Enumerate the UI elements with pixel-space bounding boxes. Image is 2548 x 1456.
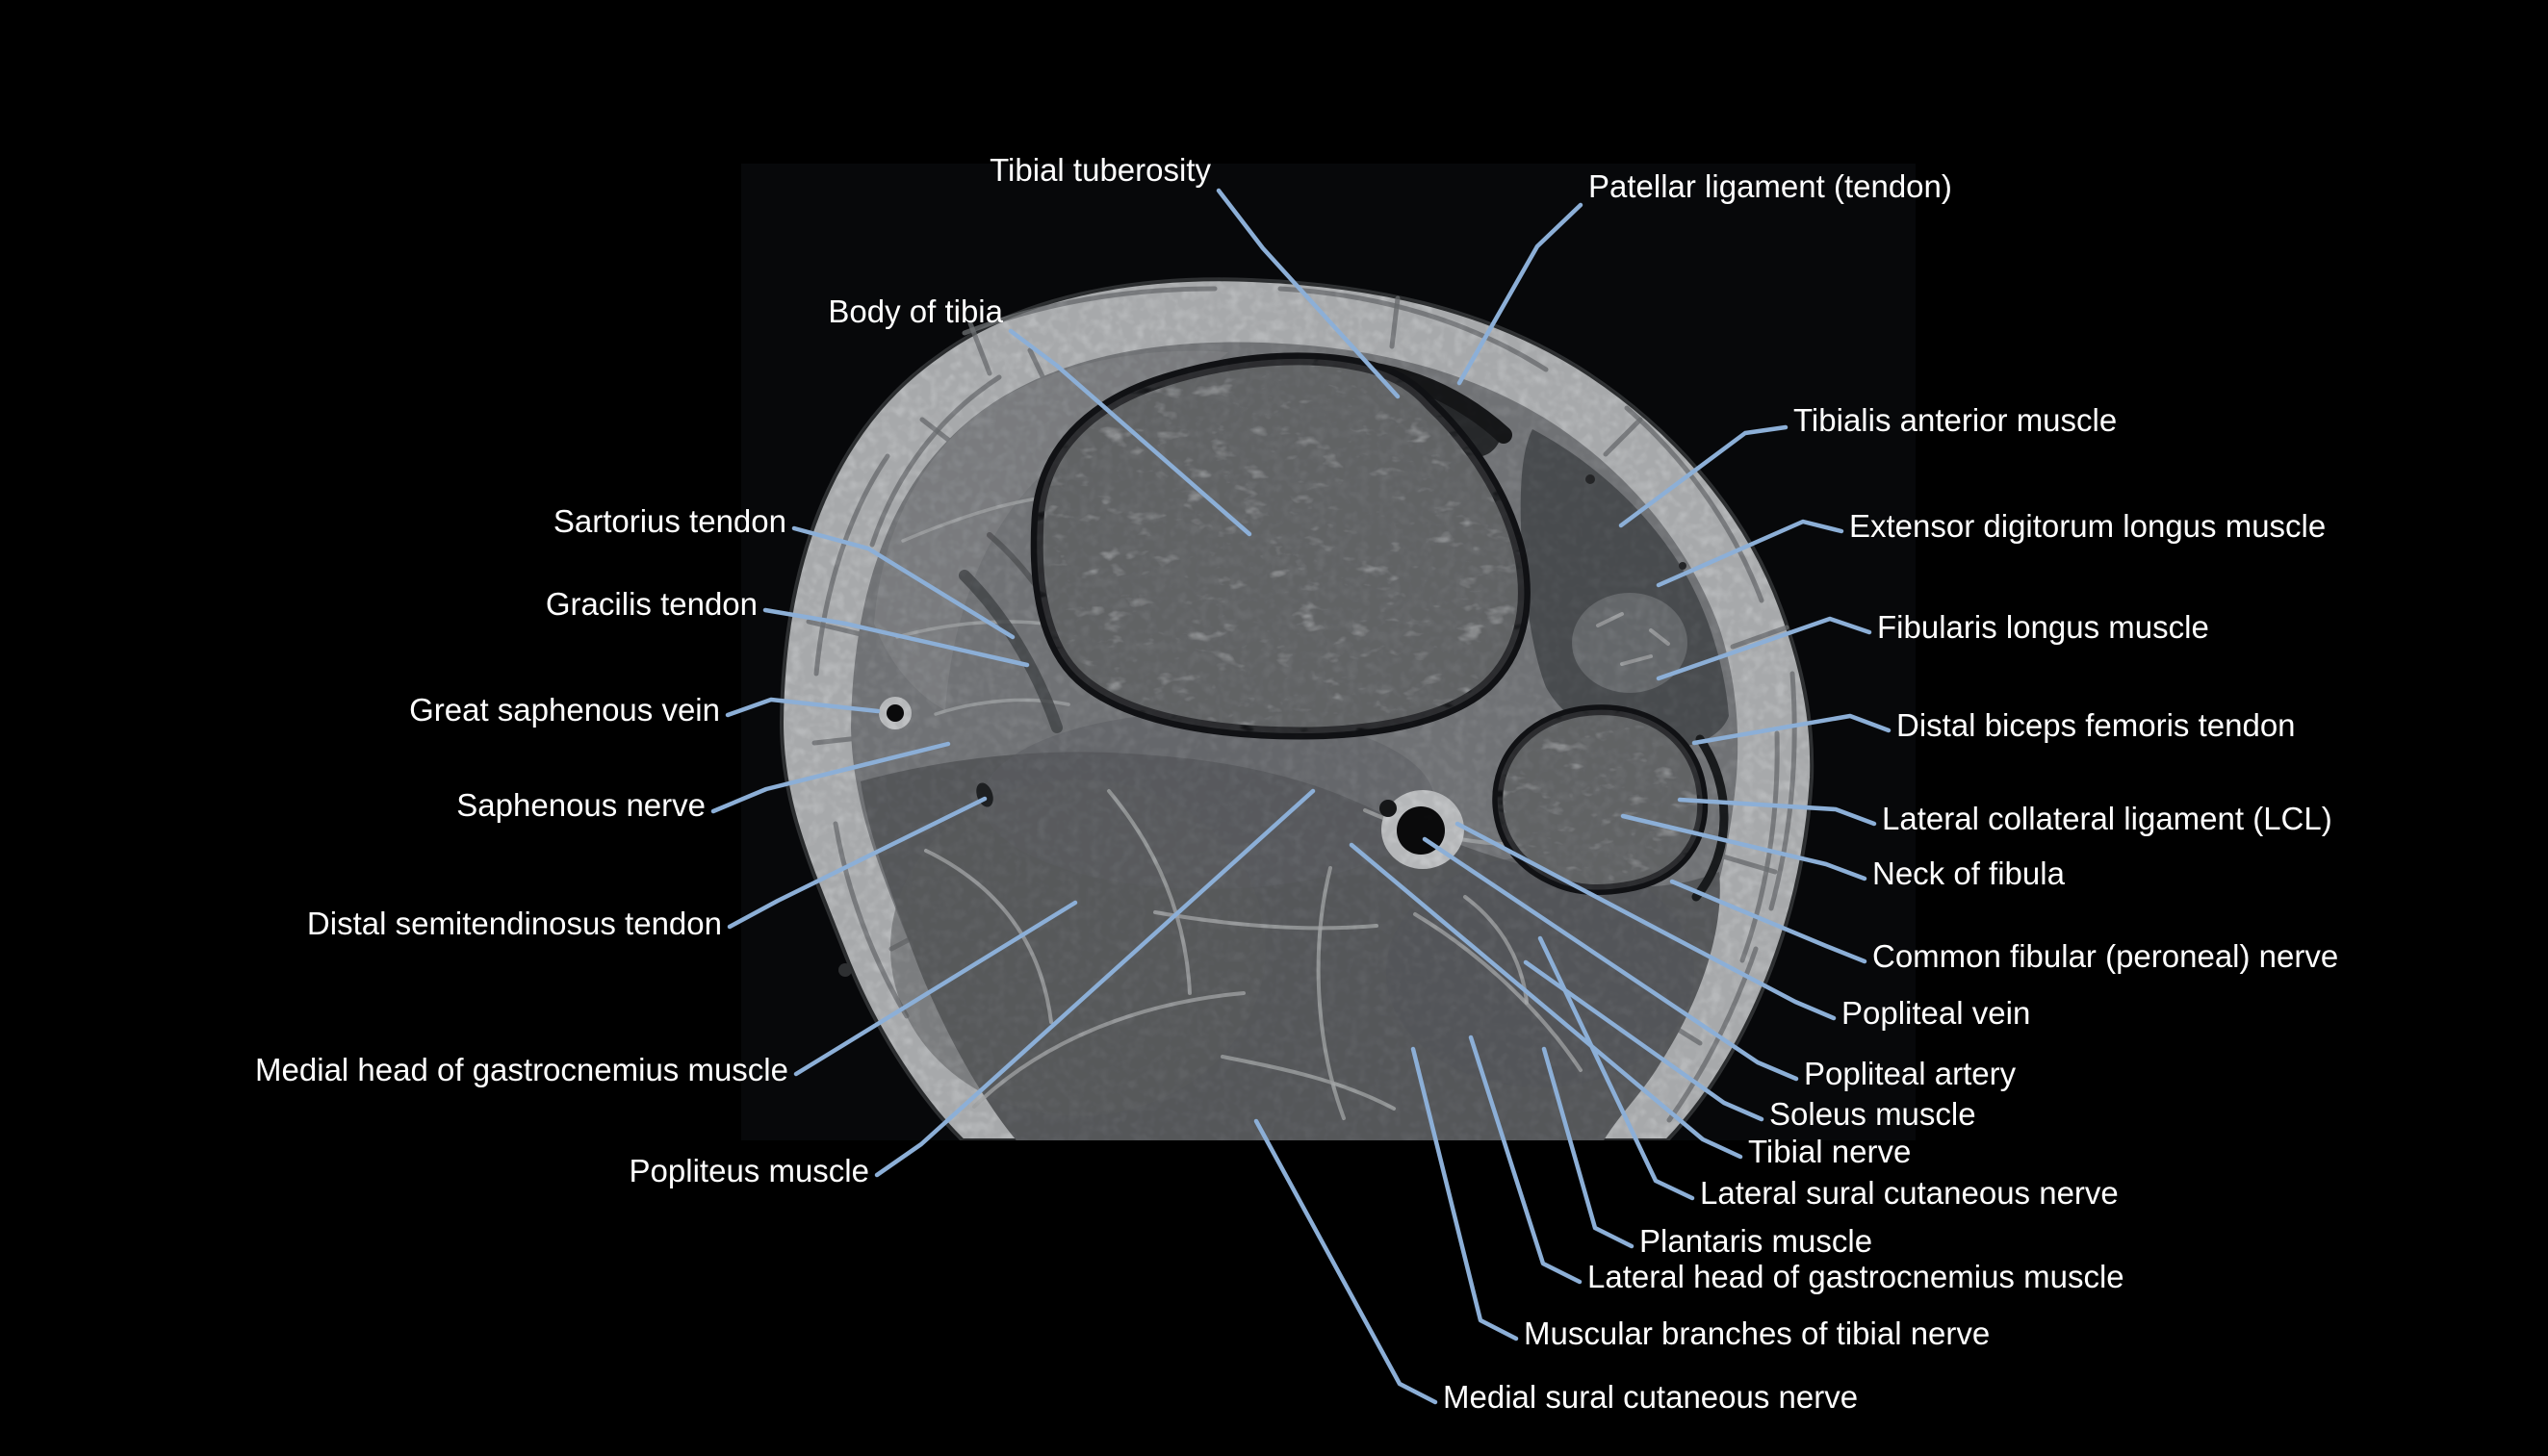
anatomy-label-patellar-ligament: Patellar ligament (tendon) <box>1588 168 1952 204</box>
leader-line-popliteal-artery <box>1422 836 1799 1082</box>
leader-line-common-fibular-nerve <box>1669 879 1867 964</box>
leader-line-gracilis-tendon <box>762 607 1030 668</box>
leader-line-lateral-head-gastrocnemius <box>1468 1035 1583 1285</box>
leader-line-lateral-collateral-ligament <box>1677 797 1877 827</box>
anatomy-label-distal-semitendinosus-tendon: Distal semitendinosus tendon <box>307 906 722 941</box>
anatomy-label-tibial-tuberosity: Tibial tuberosity <box>990 152 1211 188</box>
annotation-layer: Tibial tuberosity Patellar ligament (tend… <box>255 152 2338 1415</box>
anatomy-label-fibularis-longus: Fibularis longus muscle <box>1877 609 2209 645</box>
anatomy-label-medial-head-gastrocnemius: Medial head of gastrocnemius muscle <box>255 1052 788 1087</box>
leader-line-distal-semitendinosus-tendon <box>727 796 988 930</box>
leader-line-patellar-ligament <box>1456 202 1583 386</box>
anatomy-label-popliteus-muscle: Popliteus muscle <box>630 1153 869 1188</box>
leader-line-plantaris-muscle <box>1541 1046 1634 1249</box>
leader-line-medial-head-gastrocnemius <box>793 900 1078 1077</box>
anatomy-label-popliteal-artery: Popliteal artery <box>1804 1056 2017 1091</box>
leader-line-tibialis-anterior <box>1618 424 1789 528</box>
anatomy-label-medial-sural-cutaneous-nerve: Medial sural cutaneous nerve <box>1443 1379 1858 1415</box>
leader-line-fibularis-longus <box>1656 616 1872 681</box>
anatomy-label-tibial-nerve: Tibial nerve <box>1748 1134 1911 1169</box>
anatomy-label-soleus-muscle: Soleus muscle <box>1769 1096 1976 1132</box>
leader-line-popliteal-vein <box>1454 821 1837 1021</box>
anatomy-label-saphenous-nerve: Saphenous nerve <box>456 787 706 823</box>
anatomy-label-common-fibular-nerve: Common fibular (peroneal) nerve <box>1872 938 2338 974</box>
anatomy-label-neck-of-fibula: Neck of fibula <box>1872 856 2066 891</box>
leader-line-extensor-digitorum-longus <box>1656 519 1844 588</box>
leader-line-saphenous-nerve <box>710 741 951 814</box>
leader-line-neck-of-fibula <box>1620 813 1867 881</box>
anatomy-label-lateral-collateral-ligament: Lateral collateral ligament (LCL) <box>1882 801 2332 836</box>
anatomy-label-plantaris-muscle: Plantaris muscle <box>1639 1223 1872 1259</box>
anatomy-label-gracilis-tendon: Gracilis tendon <box>546 586 758 622</box>
leader-line-muscular-branches-tibial-nerve <box>1410 1046 1519 1341</box>
leader-line-body-of-tibia <box>1008 328 1252 537</box>
anatomy-label-extensor-digitorum-longus: Extensor digitorum longus muscle <box>1849 508 2326 544</box>
anatomy-label-muscular-branches-tibial-nerve: Muscular branches of tibial nerve <box>1524 1316 1990 1351</box>
leader-line-tibial-nerve <box>1349 842 1743 1160</box>
leader-line-tibial-tuberosity <box>1216 188 1401 399</box>
anatomy-label-popliteal-vein: Popliteal vein <box>1841 995 2030 1031</box>
leader-line-great-saphenous-vein <box>725 697 881 718</box>
anatomy-label-tibialis-anterior: Tibialis anterior muscle <box>1793 402 2117 438</box>
anatomy-label-sartorius-tendon: Sartorius tendon <box>553 503 786 539</box>
anatomy-label-great-saphenous-vein: Great saphenous vein <box>409 692 720 728</box>
anatomy-label-distal-biceps-femoris: Distal biceps femoris tendon <box>1896 707 2296 743</box>
leader-line-soleus-muscle <box>1523 959 1764 1122</box>
leader-line-lateral-sural-cutaneous-nerve <box>1537 935 1695 1201</box>
anatomy-label-body-of-tibia: Body of tibia <box>828 294 1003 329</box>
leader-line-medial-sural-cutaneous-nerve <box>1253 1118 1438 1405</box>
leader-line-sartorius-tendon <box>791 525 1016 640</box>
small-vein-dot <box>838 963 852 977</box>
anatomy-label-lateral-sural-cutaneous-nerve: Lateral sural cutaneous nerve <box>1700 1175 2119 1211</box>
anatomy-label-lateral-head-gastrocnemius: Lateral head of gastrocnemius muscle <box>1587 1259 2124 1294</box>
leader-line-popliteus-muscle <box>874 788 1316 1178</box>
leader-line-distal-biceps-femoris <box>1691 713 1892 746</box>
